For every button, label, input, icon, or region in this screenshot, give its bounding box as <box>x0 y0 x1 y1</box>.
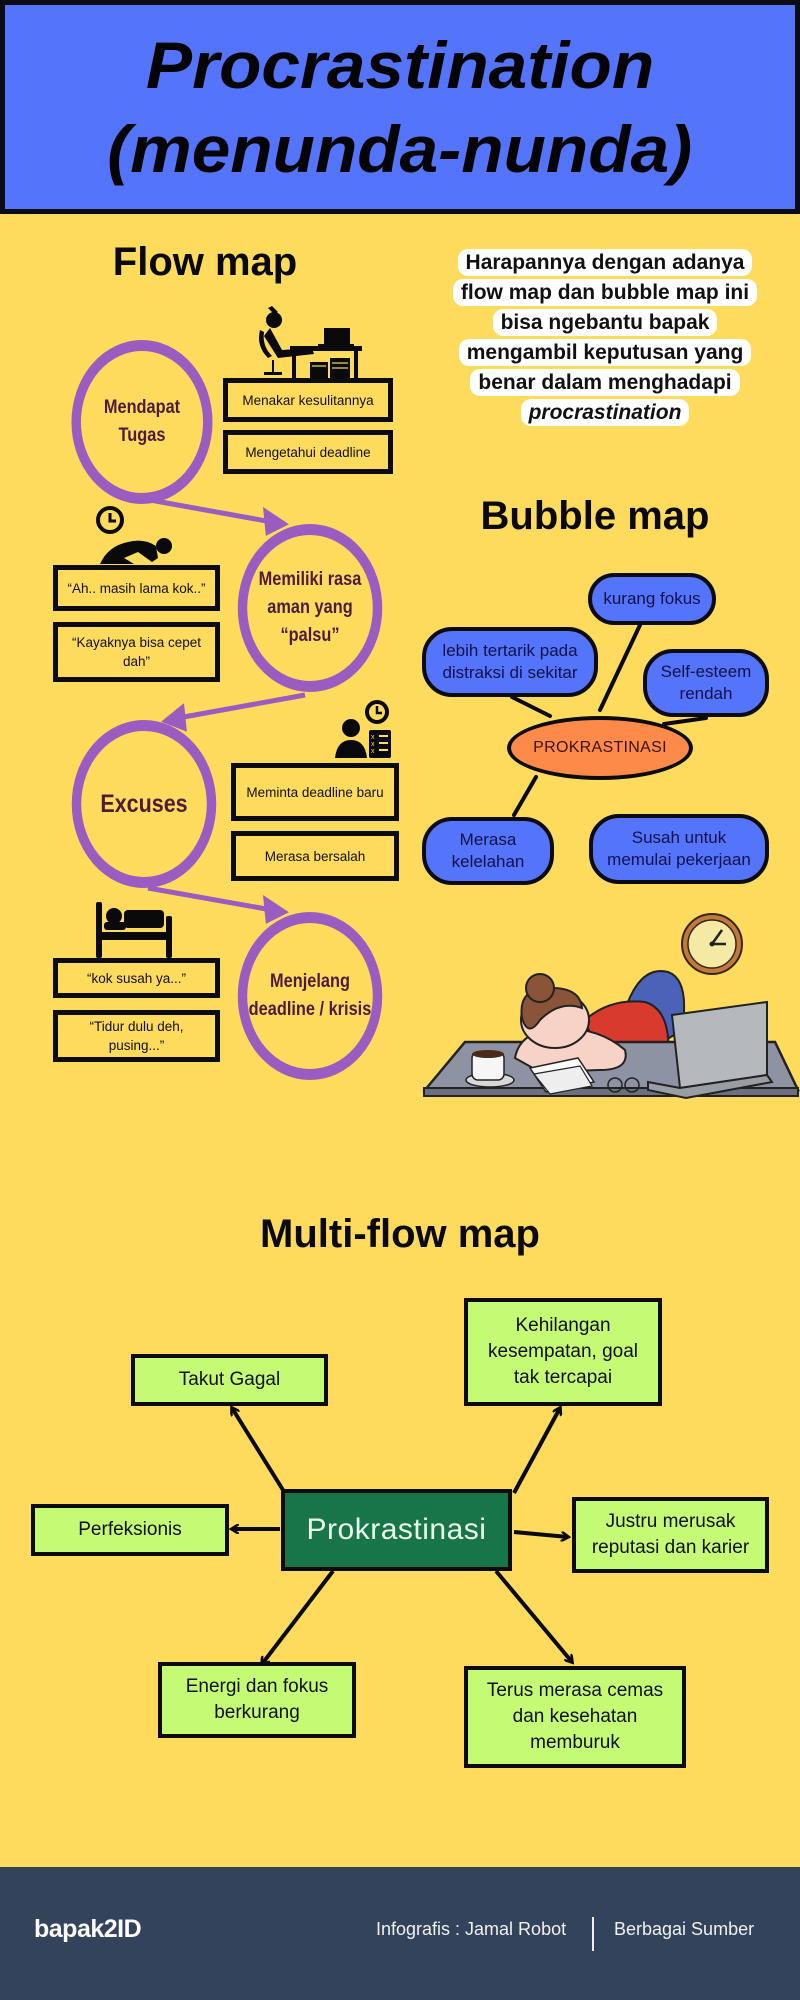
mf-center: Prokrastinasi <box>281 1489 512 1571</box>
arrow-to-kehilangan <box>512 1408 560 1494</box>
svg-text:x: x <box>371 734 375 741</box>
wall-clock-icon <box>681 913 743 975</box>
flow-step-3-label: Excuses <box>100 790 188 818</box>
header-banner: Procrastination (menunda-nunda) <box>0 0 800 214</box>
arrow-to-cemas <box>494 1569 572 1662</box>
svg-text:x: x <box>371 741 375 748</box>
person-sleeping-in-bed-icon <box>96 902 172 958</box>
flow-arrow-3 <box>147 885 273 913</box>
mf-cause-1: Takut Gagal <box>131 1354 328 1406</box>
flow-step-3-note-2: Merasa bersalah <box>231 831 399 881</box>
bubble-2: lebih tertarik pada distraksi di sekitar <box>422 627 598 697</box>
note-line-4: mengambil keputusan yang <box>458 339 752 366</box>
flow-arrowhead-2 <box>161 703 187 732</box>
flow-map-title: Flow map <box>112 240 298 284</box>
note-line-3: bisa ngebantu bapak <box>492 309 718 336</box>
arrow-to-reputasi <box>513 1530 568 1537</box>
note-line-2: flow map dan bubble map ini <box>452 279 758 306</box>
flow-step-1-note-1: Menakar kesulitannya <box>223 378 393 422</box>
footer-credit: Infografis : Jamal Robot <box>376 1919 567 1939</box>
arrow-to-takut-gagal <box>232 1408 285 1492</box>
flow-step-1-label: Mendapat Tugas <box>103 397 181 446</box>
bubble-1: kurang fokus <box>588 573 716 625</box>
multi-flow-map-title: Multi-flow map <box>260 1212 540 1256</box>
mf-effect-1: Kehilangan kesempatan, goal tak tercapai <box>464 1298 662 1406</box>
bubble-3: Self-esteem rendah <box>643 649 769 717</box>
flow-step-4-label: Menjelang deadline / krisis <box>248 971 372 1020</box>
mf-effect-3: Terus merasa cemas dan kesehatan memburu… <box>464 1666 686 1768</box>
flow-step-1-circle: Mendapat Tugas <box>71 340 213 504</box>
flow-step-2-label: Memiliki rasa aman yang “palsu” <box>258 569 362 646</box>
flow-step-4-circle: Menjelang deadline / krisis <box>237 912 383 1080</box>
flow-step-2-note-2: “Kayaknya bisa cepet dah” <box>53 622 220 682</box>
arrow-to-energi <box>262 1569 335 1664</box>
person-with-schedule-checklist-icon: x x x <box>335 700 391 758</box>
bubble-5: Susah untuk memulai pekerjaan <box>589 814 769 884</box>
mf-effect-2: Justru merusak reputasi dan karier <box>572 1497 769 1573</box>
flow-step-2-note-1: “Ah.. masih lama kok..” <box>53 565 220 611</box>
flow-step-4-note-2: “Tidur dulu deh, pusing...” <box>53 1010 220 1062</box>
flow-step-3-note-1: Meminta deadline baru <box>231 763 399 821</box>
person-relaxing-at-desk-icon <box>259 306 362 378</box>
svg-text:x: x <box>371 748 375 755</box>
flow-arrowhead-3 <box>262 894 289 924</box>
bubble-map-title: Bubble map <box>480 494 710 538</box>
bubble-4: Merasa kelelahan <box>422 817 554 885</box>
person-lying-with-clock-icon <box>96 506 172 564</box>
bubble-center: PROKRASTINASI <box>507 716 693 780</box>
footer-source: Berbagai Sumber <box>614 1919 755 1939</box>
mf-cause-2: Perfeksionis <box>31 1504 229 1556</box>
footer: bapak2ID Infografis : Jamal Robot Berbag… <box>0 1867 800 2000</box>
flow-arrow-1 <box>149 497 273 525</box>
note-emphasis: procrastination <box>528 401 682 424</box>
title-line-2: (menunda-nunda) <box>107 112 693 186</box>
footer-divider <box>592 1917 594 1951</box>
note-line-1: Harapannya dengan adanya <box>457 249 753 276</box>
flow-arrow-2 <box>177 692 306 721</box>
flow-step-3-circle: Excuses <box>71 720 217 888</box>
note-line-5: benar dalam menghadapi <box>470 369 740 396</box>
bubble-connector-1 <box>598 623 642 712</box>
flow-step-1-note-2: Mengetahui deadline <box>223 430 393 474</box>
bubble-connector-2 <box>510 695 552 718</box>
mf-cause-3: Energi dan fokus berkurang <box>158 1662 356 1738</box>
bubble-connector-3 <box>662 716 708 726</box>
flow-step-4-note-1: “kok susah ya...” <box>53 958 220 998</box>
info-note: Harapannya dengan adanya flow map dan bu… <box>440 248 770 428</box>
flow-arrowhead-1 <box>262 506 289 536</box>
bubble-connector-4 <box>512 775 538 817</box>
brand-logo: bapak2ID <box>34 1915 142 1943</box>
title-line-1: Procrastination <box>145 28 655 102</box>
woman-asleep-at-desk-illustration <box>422 913 800 1100</box>
flow-step-2-circle: Memiliki rasa aman yang “palsu” <box>237 524 383 692</box>
